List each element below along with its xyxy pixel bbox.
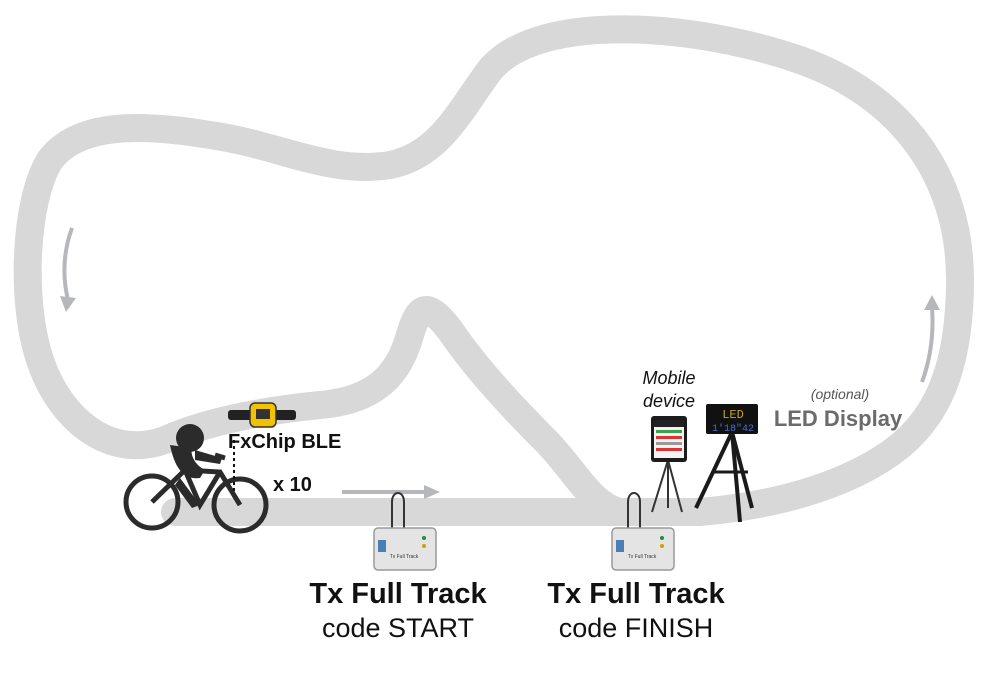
led-screen-top: LED — [722, 408, 744, 422]
led-panel-icon: LED 1'18"42 — [706, 404, 758, 435]
led-optional-label: (optional) — [810, 386, 870, 402]
track-loop — [13, 15, 974, 526]
led-screen-bottom: 1'18"42 — [712, 423, 754, 435]
transmitter-box-icon: Tx Full Track — [373, 492, 437, 571]
mobile-label-line1: Mobile — [642, 368, 696, 388]
tripod-icon — [694, 431, 754, 523]
bike-rider-icon — [123, 424, 269, 534]
start-title: Tx Full Track — [309, 578, 487, 610]
mobile-label-line2: device — [642, 391, 696, 411]
direction-arrow-icon — [920, 295, 940, 383]
direction-arrow-icon — [60, 227, 76, 312]
tablet-icon — [651, 416, 687, 513]
chip-name-label: FxChip BLE — [228, 431, 342, 453]
start-code: code START — [321, 613, 475, 643]
transmitter-box-icon: Tx Full Track — [611, 492, 675, 571]
finish-code: code FINISH — [558, 613, 714, 643]
finish-title: Tx Full Track — [547, 578, 725, 610]
chip-count-label: x 10 — [273, 474, 312, 496]
wrist-chip-icon — [228, 402, 296, 428]
led-display-label: LED Display — [773, 406, 903, 431]
start-device-label: Tx Full Track — [390, 554, 419, 560]
direction-arrow-icon — [342, 485, 440, 499]
finish-device-label: Tx Full Track — [628, 554, 657, 560]
